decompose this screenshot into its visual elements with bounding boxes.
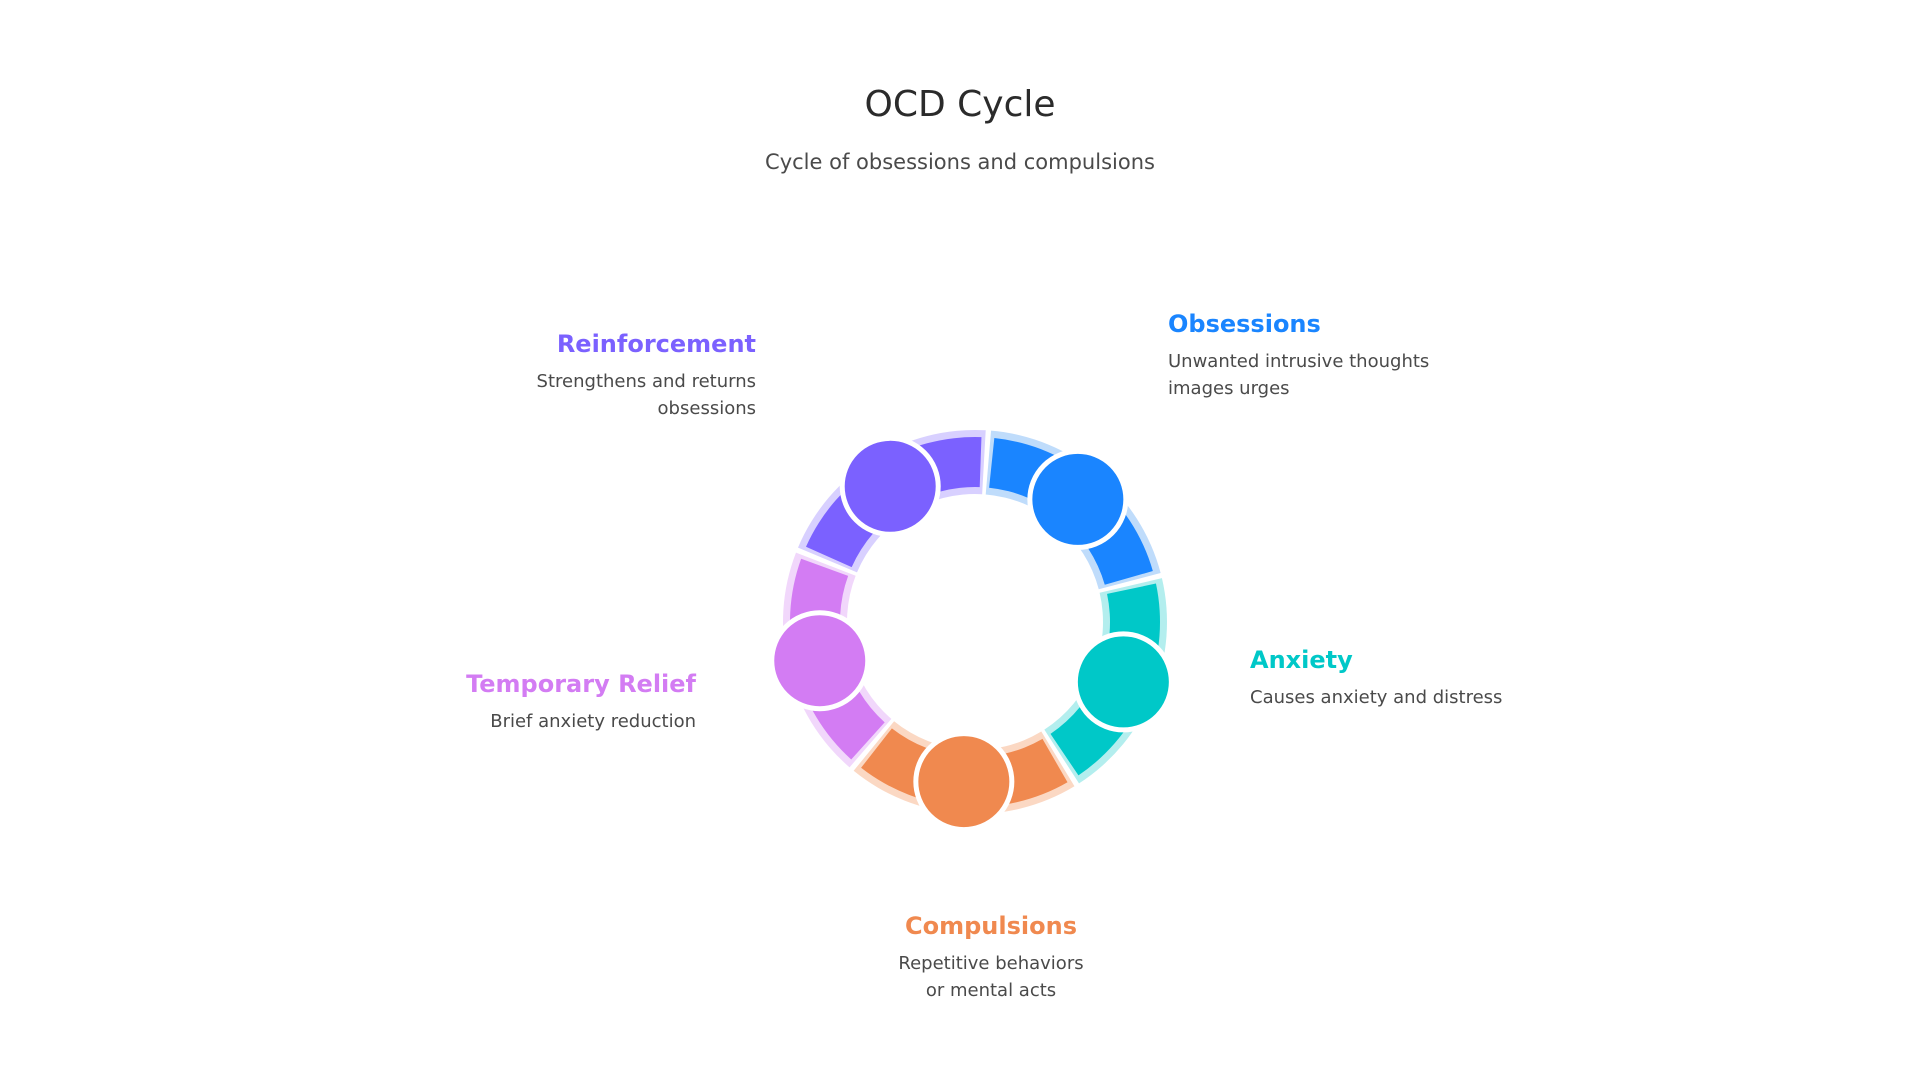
stage-anxiety: Anxiety Causes anxiety and distress — [1250, 646, 1550, 711]
stage-desc-compulsions: Repetitive behaviors or mental acts — [898, 952, 1084, 1001]
stage-name-temporary-relief: Temporary Relief — [466, 670, 696, 698]
nodes — [769, 435, 1174, 833]
stage-desc-obsessions: Unwanted intrusive thoughts images urges — [1168, 350, 1430, 399]
node-compulsions — [913, 731, 1015, 833]
stage-name-reinforcement: Reinforcement — [556, 330, 756, 358]
node-temporary-relief — [769, 610, 871, 712]
stage-reinforcement: Reinforcement Strengthens and returns ob… — [456, 330, 756, 422]
stage-name-compulsions: Compulsions — [905, 912, 1077, 940]
page-subtitle: Cycle of obsessions and compulsions — [765, 150, 1155, 174]
stage-name-obsessions: Obsessions — [1168, 310, 1321, 338]
stage-compulsions: Compulsions Repetitive behaviors or ment… — [841, 912, 1141, 1004]
stage-desc-temporary-relief: Brief anxiety reduction — [490, 710, 696, 732]
stage-desc-reinforcement: Strengthens and returns obsessions — [536, 370, 756, 419]
stage-desc-anxiety: Causes anxiety and distress — [1250, 686, 1503, 708]
node-obsessions — [1027, 448, 1129, 550]
stage-name-anxiety: Anxiety — [1250, 646, 1353, 674]
node-reinforcement — [839, 435, 941, 537]
stage-obsessions: Obsessions Unwanted intrusive thoughts i… — [1168, 310, 1468, 402]
node-anxiety — [1072, 631, 1174, 733]
stage-temporary-relief: Temporary Relief Brief anxiety reduction — [396, 670, 696, 735]
page-title: OCD Cycle — [864, 84, 1056, 125]
